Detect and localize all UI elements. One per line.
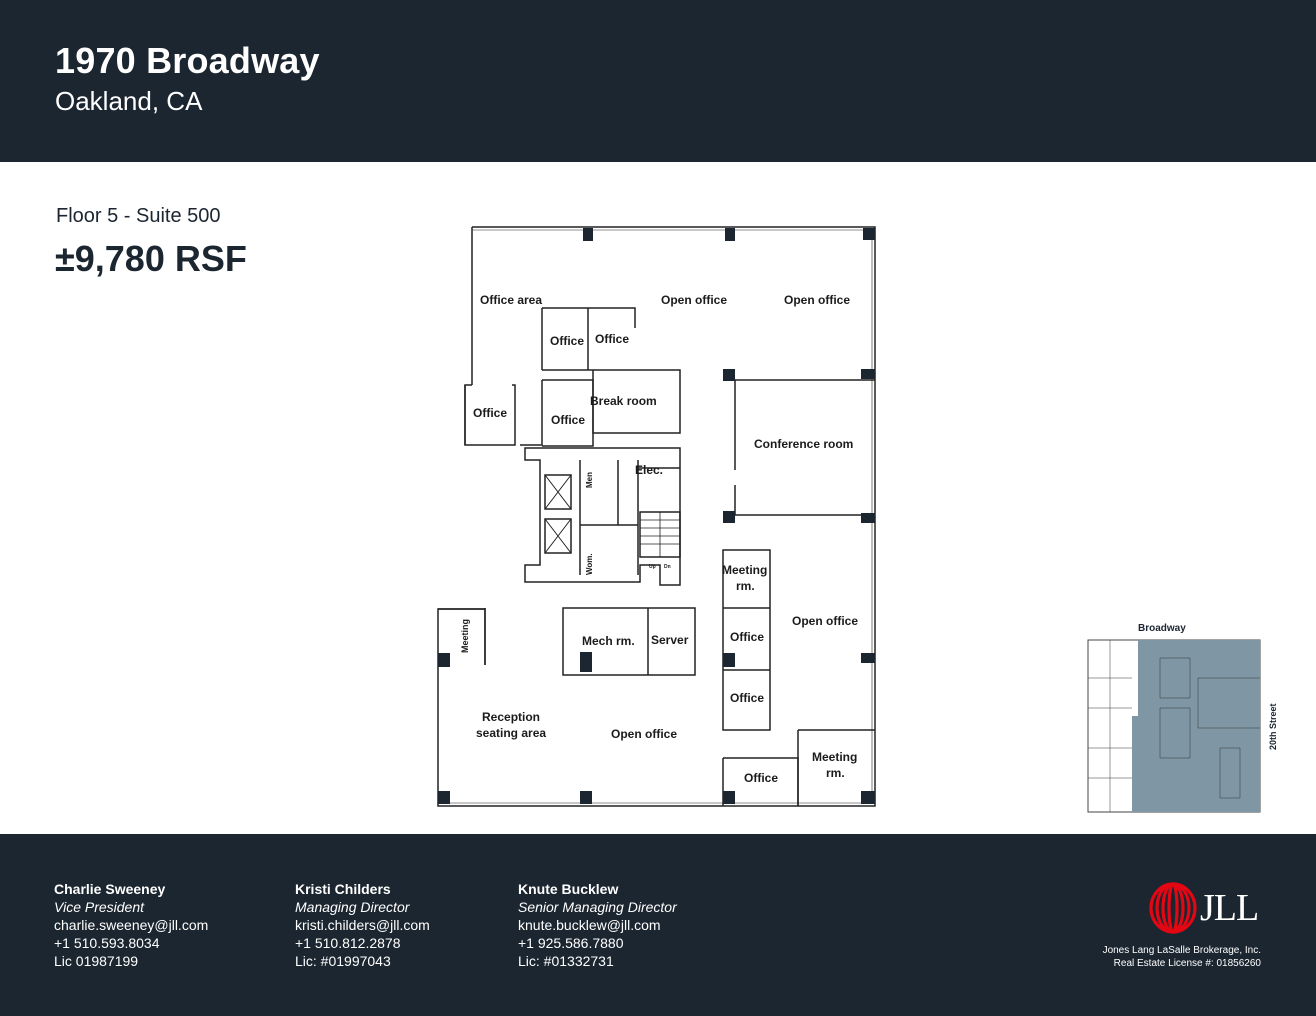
contact-license: Lic 01987199 [54,953,139,969]
label-meeting-rm-1: Meeting [722,563,767,577]
brokerage-license: Real Estate License #: 01856260 [1113,958,1261,969]
jll-logo: JLL [1148,882,1260,936]
footer-bar: Charlie Sweeney Vice President charlie.s… [0,834,1316,1016]
label-conference-room: Conference room [754,437,853,451]
label-open-office-2: Open office [784,293,850,307]
jll-logo-text: JLL [1200,887,1259,929]
brokerage-info: Jones Lang LaSalle Brokerage, Inc. Real … [1103,944,1261,970]
rentable-square-feet: ±9,780 RSF [55,238,247,279]
label-open-office-4: Open office [611,727,677,741]
contact-name: Knute Bucklew [518,881,619,897]
label-office-6: Office [744,771,778,785]
label-meeting-rm-1-b: rm. [736,579,755,593]
contact-title: Managing Director [295,899,410,915]
contact-license: Lic: #01997043 [295,953,391,969]
label-office-4: Office [730,630,764,644]
property-city: Oakland, CA [55,86,203,116]
label-meeting-rm-2-b: rm. [826,766,845,780]
label-office-3: Office [551,413,585,427]
contact-name: Kristi Childers [295,881,391,897]
label-open-office-3: Open office [792,614,858,628]
contact-email[interactable]: knute.bucklew@jll.com [518,917,661,933]
label-office-5: Office [730,691,764,705]
contact-phone: +1 925.586.7880 [518,935,624,951]
label-server: Server [651,633,689,647]
keyplan-street-top: Broadway [1138,623,1186,634]
label-office-1: Office [550,334,584,348]
contact-title: Senior Managing Director [518,899,677,915]
property-title: 1970 Broadway [55,40,320,81]
key-plan: Broadway 20th Street [1087,623,1278,813]
label-stair-up: Up [649,564,656,570]
label-reception-b: seating area [476,726,546,740]
contact-license: Lic: #01332731 [518,953,614,969]
label-reception-a: Reception [482,710,540,724]
label-break-room: Break room [590,394,657,408]
contact-name: Charlie Sweeney [54,881,166,897]
label-office-left: Office [473,406,507,420]
label-men: Men [585,472,594,488]
contact-phone: +1 510.593.8034 [54,935,160,951]
floor-plan: Office area Open office Open office Offi… [437,226,876,807]
label-office-2: Office [595,332,629,346]
contact-title: Vice President [54,899,145,915]
label-mech-rm: Mech rm. [582,634,635,648]
keyplan-street-right: 20th Street [1268,703,1278,750]
contact-card: Knute Bucklew Senior Managing Director k… [518,880,677,970]
label-stair-dn: Dn [664,564,671,570]
header-bar: 1970 Broadway Oakland, CA [0,0,1316,162]
label-meeting-vertical: Meeting [460,619,470,653]
label-wom: Wom. [585,553,594,575]
label-meeting-rm-2: Meeting [812,750,857,764]
contact-phone: +1 510.812.2878 [295,935,401,951]
floor-suite-label: Floor 5 - Suite 500 [56,205,221,227]
contact-card: Charlie Sweeney Vice President charlie.s… [54,880,208,970]
contact-email[interactable]: charlie.sweeney@jll.com [54,917,209,933]
jll-swirl-icon [1149,882,1197,934]
label-office-area: Office area [480,293,542,307]
brokerage-name: Jones Lang LaSalle Brokerage, Inc. [1102,945,1261,956]
label-elec: Elec. [635,463,663,477]
keyplan-highlight [1132,640,1260,812]
label-open-office-1: Open office [661,293,727,307]
contact-card: Kristi Childers Managing Director kristi… [295,880,430,970]
contact-email[interactable]: kristi.childers@jll.com [295,917,430,933]
